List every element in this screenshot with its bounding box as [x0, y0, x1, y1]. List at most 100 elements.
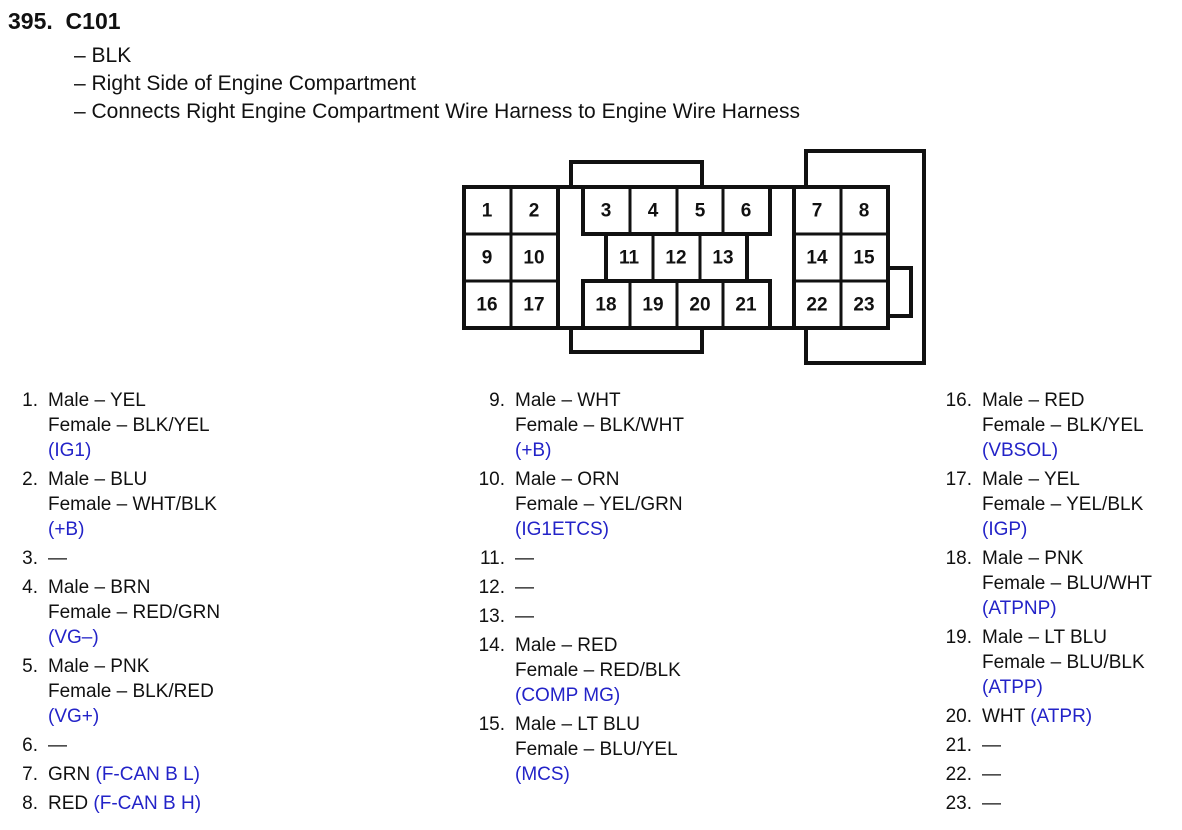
pin-details: GRN (F-CAN B L): [48, 762, 200, 787]
pin-detail-line: (COMP MG): [515, 683, 681, 708]
pin-15: 15: [853, 248, 875, 269]
pin-number: 9.: [489, 390, 505, 411]
connector-location-line: – Right Side of Engine Compartment: [74, 72, 417, 95]
signal-name: (IG1): [48, 440, 92, 461]
pin-detail-line: Female – YEL/GRN: [515, 492, 683, 517]
pin-detail-line: RED (F-CAN B H): [48, 791, 201, 816]
wire-color-text: Female – BLK/YEL: [48, 415, 210, 436]
pin-detail-line: Male – YEL: [48, 388, 210, 413]
pin-number: 1.: [22, 390, 38, 411]
wire-color-text: —: [982, 764, 1001, 785]
connector-bottom-key: [569, 328, 704, 354]
pin-details: Male – PNK Female – BLU/WHT(ATPNP): [982, 546, 1152, 621]
pin-number: 13.: [478, 606, 505, 627]
pin-22: 22: [806, 295, 827, 316]
wire-color-text: Female – BLK/RED: [48, 681, 214, 702]
connector-latch: [888, 266, 913, 318]
pin-3: 3: [601, 201, 612, 222]
pin-17: 17: [523, 295, 544, 316]
pin-details: WHT (ATPR): [982, 704, 1092, 729]
pin-number: 10.: [478, 469, 505, 490]
pin-6: 6: [741, 201, 752, 222]
pin-detail-line: WHT (ATPR): [982, 704, 1092, 729]
connector-description-line: – Connects Right Engine Compartment Wire…: [74, 100, 800, 123]
signal-name: (+B): [48, 519, 85, 540]
wire-color-text: Female – BLK/YEL: [982, 415, 1144, 436]
wire-color-text: Female – BLK/WHT: [515, 415, 684, 436]
wire-color-text: Male – PNK: [982, 548, 1084, 569]
pin-entry: 8. RED (F-CAN B H): [0, 791, 220, 816]
pin-number: 17.: [945, 469, 972, 490]
pin-number: 15.: [478, 714, 505, 735]
wire-color-text: —: [48, 548, 67, 569]
pin-14: 14: [806, 248, 828, 269]
signal-name: (VG+): [48, 706, 100, 727]
pin-number: 2.: [22, 469, 38, 490]
pin-number: 6.: [22, 735, 38, 756]
pin-detail-line: Male – LT BLU: [982, 625, 1145, 650]
pin-entry: 13. —: [467, 604, 684, 629]
pin-10: 10: [523, 248, 544, 269]
pin-detail-line: Male – RED: [982, 388, 1144, 413]
pin-12: 12: [665, 248, 686, 269]
pin-detail-line: Male – BLU: [48, 467, 217, 492]
pin-details: —: [48, 733, 67, 758]
pin-detail-line: —: [48, 733, 67, 758]
pin-entry: 7.GRN (F-CAN B L): [0, 762, 220, 787]
signal-name: (+B): [515, 440, 552, 461]
pin-number: 5.: [22, 656, 38, 677]
pin-detail-line: (IGP): [982, 517, 1143, 542]
pin-entry: 22.—: [934, 762, 1152, 787]
wire-color-text: Female – BLU/WHT: [982, 573, 1152, 594]
pin-13: 13: [712, 248, 733, 269]
pin-number: 8.: [22, 793, 38, 814]
signal-name: (VBSOL): [982, 440, 1059, 461]
wire-color-text: GRN: [48, 764, 96, 785]
pin-detail-line: Male – RED: [515, 633, 681, 658]
pin-number: 19.: [945, 627, 972, 648]
pin-detail-line: Female – WHT/BLK: [48, 492, 217, 517]
pin-19: 19: [642, 295, 663, 316]
signal-name: (IG1ETCS): [515, 519, 609, 540]
pin-entry: 3. —: [0, 546, 220, 571]
connector-right-housing: [804, 149, 926, 365]
wire-color-text: Male – BLU: [48, 469, 148, 490]
pin-5: 5: [695, 201, 706, 222]
pin-number: 21.: [945, 735, 972, 756]
pin-detail-line: —: [515, 575, 534, 600]
wire-color-text: Male – YEL: [982, 469, 1080, 490]
pin-entry: 20.WHT (ATPR): [934, 704, 1152, 729]
pin-details: —: [48, 546, 67, 571]
pin-entry: 11.—: [467, 546, 684, 571]
pin-detail-line: (+B): [515, 438, 684, 463]
pin-detail-line: Female – BLK/WHT: [515, 413, 684, 438]
pin-detail-line: (ATPP): [982, 675, 1145, 700]
pin-detail-line: —: [982, 762, 1001, 787]
wire-color-text: Male – LT BLU: [515, 714, 640, 735]
pin-detail-line: Male – ORN: [515, 467, 683, 492]
pin-detail-line: Female – BLK/YEL: [982, 413, 1144, 438]
pin-detail-line: (IG1): [48, 438, 210, 463]
pin-detail-line: (ATPNP): [982, 596, 1152, 621]
signal-name: (ATPR): [1030, 706, 1093, 727]
wire-color-text: —: [515, 606, 534, 627]
pin-detail-line: Female – BLU/YEL: [515, 737, 678, 762]
pin-details: —: [515, 546, 534, 571]
wire-color-text: RED: [48, 793, 94, 814]
pin-number: 3.: [22, 548, 38, 569]
pin-entry: 21.—: [934, 733, 1152, 758]
